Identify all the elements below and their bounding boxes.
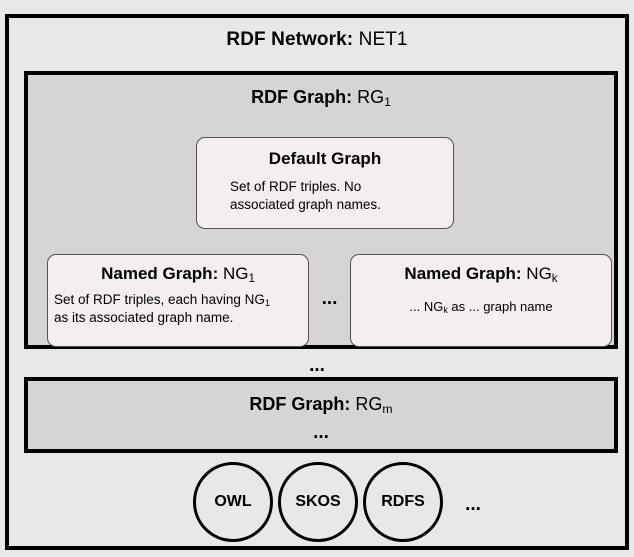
rdf-network-title: RDF Network: NET1 <box>9 29 625 51</box>
default-graph-body-line-1: Set of RDF triples. No <box>230 179 362 194</box>
rdf-graph-rg1-box: RDF Graph: RG1 Default Graph Set of RDF … <box>24 71 618 349</box>
named-graph-ngk-title: Named Graph: NGk <box>351 264 611 285</box>
named-graph-ng1-body-subscript: 1 <box>264 298 270 309</box>
rdf-network-label: RDF Network: <box>226 29 354 50</box>
named-graph-ng1-body-line-2: as its associated graph name. <box>54 310 234 326</box>
rdf-graph-rg1-subscript: 1 <box>384 95 391 110</box>
rdf-graph-rg1-title: RDF Graph: RG1 <box>28 87 614 110</box>
rdf-graph-rg1-name: RG1 <box>357 87 391 110</box>
default-graph-title: Default Graph <box>268 149 382 168</box>
rdf-graph-rgm-name: RGm <box>355 394 393 417</box>
rdf-graph-rgm-ellipsis: ... <box>313 422 329 443</box>
vocabulary-circle-owl-label: OWL <box>214 493 252 510</box>
named-graph-ngk-name: NGk <box>526 264 558 285</box>
default-graph-card: Default Graph Set of RDF triples. No ass… <box>196 137 454 229</box>
rdf-network-name: NET1 <box>358 29 408 50</box>
rdf-graph-rg1-label: RDF Graph: <box>251 87 353 107</box>
vocabulary-circle-skos: SKOS <box>278 462 358 542</box>
named-graph-ng1-subscript: 1 <box>248 272 255 285</box>
vocabulary-circle-skos-label: SKOS <box>295 493 341 510</box>
graphs-ellipsis: ... <box>309 355 325 376</box>
rdf-graph-rgm-title: RDF Graph: RGm <box>28 394 614 417</box>
rdf-graph-rgm-box: RDF Graph: RGm ... <box>24 377 618 453</box>
named-graph-ng1-body-line-1: Set of RDF triples, each having NG1 <box>54 292 270 309</box>
named-graph-ng1-card: Named Graph: NG1 Set of RDF triples, eac… <box>47 254 309 347</box>
named-graphs-ellipsis: ... <box>321 288 338 309</box>
named-graph-ngk-subscript: k <box>551 272 558 285</box>
default-graph-body-line-2: associated graph names. <box>230 197 381 213</box>
named-graph-ng1-name: NG1 <box>222 264 255 285</box>
rdf-network-box: RDF Network: NET1 RDF Graph: RG1 Default… <box>5 14 629 550</box>
named-graph-ngk-card: Named Graph: NGk ... NGk as ... graph na… <box>350 254 612 347</box>
vocabulary-circles-ellipsis: ... <box>465 494 481 515</box>
named-graph-ngk-label: Named Graph: <box>404 264 522 283</box>
named-graph-ngk-body-subscript: k <box>443 305 448 316</box>
named-graph-ngk-body: ... NGk as ... graph name <box>409 299 553 316</box>
named-graph-ng1-title: Named Graph: NG1 <box>48 264 308 285</box>
named-graph-ng1-label: Named Graph: <box>101 264 219 283</box>
default-graph-body: Set of RDF triples. No associated graph … <box>230 178 453 214</box>
named-graph-ng1-body: Set of RDF triples, each having NG1 as i… <box>54 291 308 327</box>
vocabulary-circle-owl: OWL <box>193 462 273 542</box>
rdf-graph-rgm-label: RDF Graph: <box>249 394 351 414</box>
vocabulary-circle-rdfs: RDFS <box>363 462 443 542</box>
rdf-graph-rgm-subscript: m <box>382 402 393 417</box>
vocabulary-circle-rdfs-label: RDFS <box>381 493 425 510</box>
vocabulary-circles-row: OWL SKOS RDFS ... <box>9 462 625 548</box>
